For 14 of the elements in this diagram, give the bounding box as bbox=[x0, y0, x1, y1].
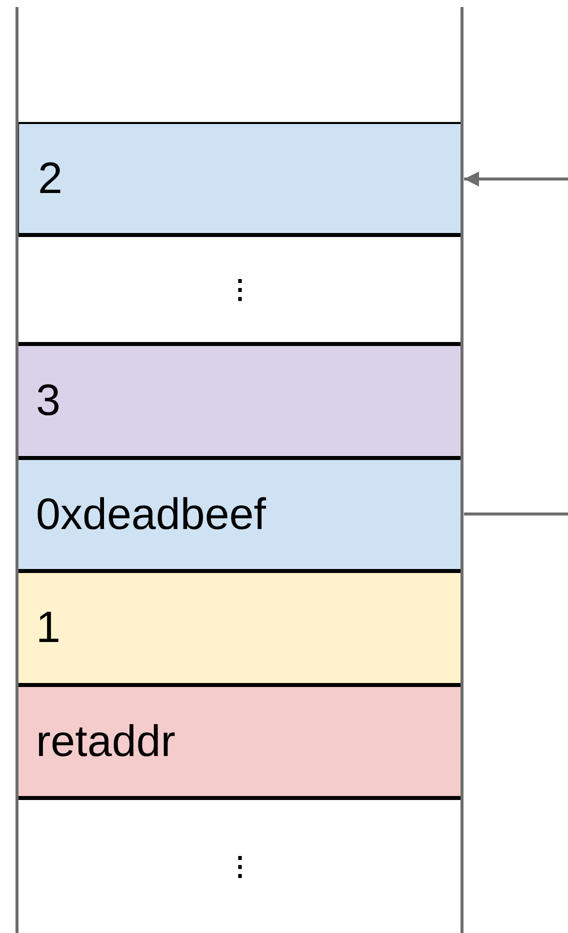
slot-value: 0xdeadbeef bbox=[35, 490, 266, 540]
stack-slot bbox=[17, 458, 463, 571]
stack-slot bbox=[17, 685, 463, 798]
slot-value: ⋮ bbox=[227, 274, 253, 305]
stack-gap-slot bbox=[17, 235, 463, 344]
slot-value: 2 bbox=[37, 154, 62, 204]
slot-value: 3 bbox=[35, 376, 60, 426]
slot-value: ⋮ bbox=[227, 851, 253, 882]
pointer-arrow bbox=[464, 172, 568, 186]
slot-value: 1 bbox=[35, 603, 60, 653]
stack-slot bbox=[17, 122, 463, 235]
slot-value: retaddr bbox=[35, 716, 176, 766]
stack-slot bbox=[17, 344, 463, 458]
stack-slot bbox=[17, 571, 463, 685]
